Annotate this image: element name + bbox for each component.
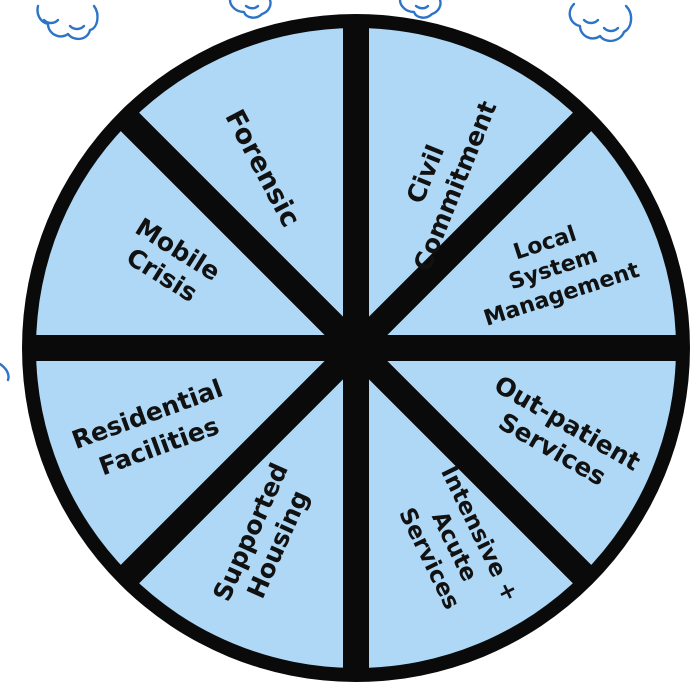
- wheel-segment: [129, 28, 356, 348]
- wheel-spoke: [346, 338, 600, 592]
- wheel-spoke: [346, 104, 600, 358]
- cloud-icon: [36, 4, 99, 41]
- wheel-segment: [36, 121, 356, 348]
- wheel-segment: [356, 121, 676, 348]
- cloud-icon: [228, 0, 272, 19]
- wheel-segment: [356, 28, 583, 348]
- wheel-segment: [356, 348, 583, 668]
- cloud-icon: [0, 362, 10, 382]
- wheel-segment: [35, 348, 356, 575]
- cloud-icon: [398, 0, 442, 19]
- wheel-segment: [129, 348, 356, 668]
- cloud-icon: [568, 2, 633, 43]
- wheel-spokes: [24, 16, 688, 680]
- wheel-spoke: [112, 104, 366, 358]
- wheel-spoke: [112, 338, 366, 592]
- wheel-segment: [356, 348, 676, 575]
- wheel-hub: [338, 330, 374, 366]
